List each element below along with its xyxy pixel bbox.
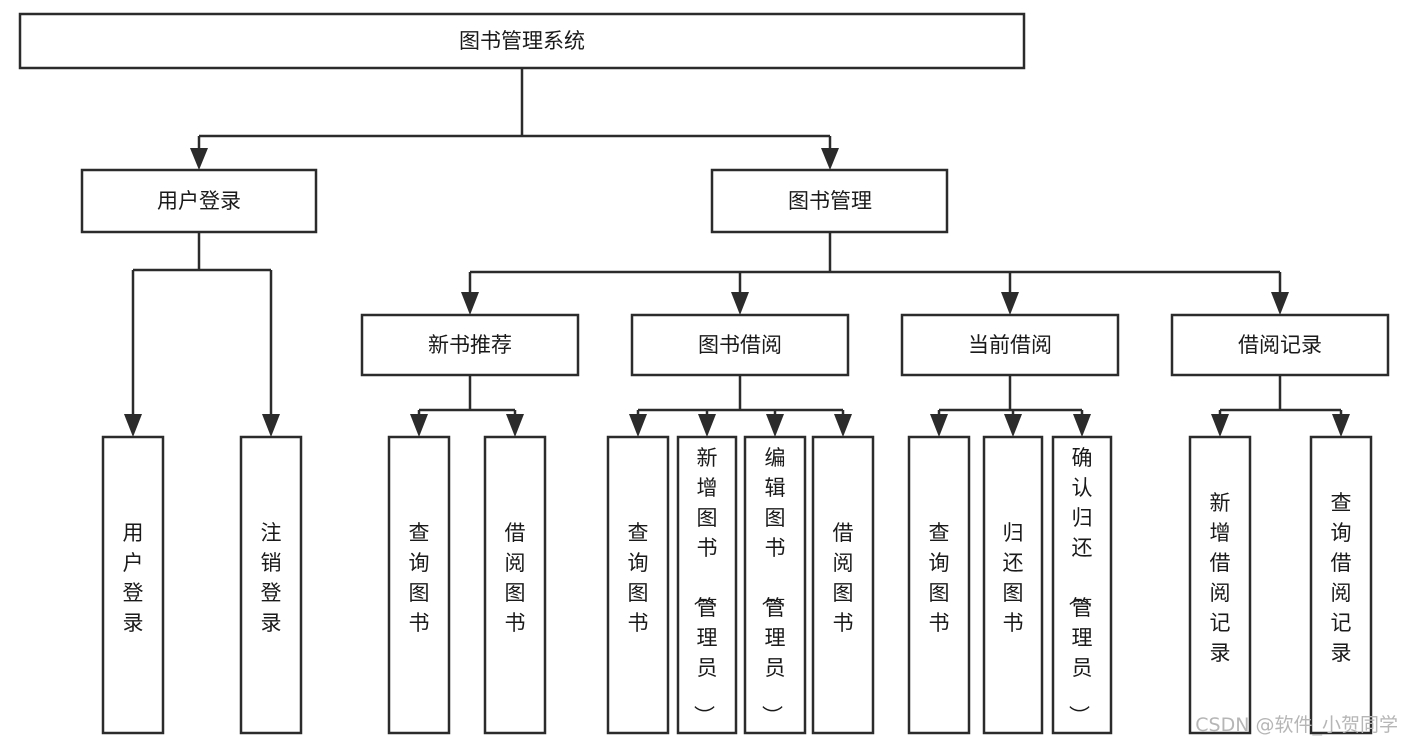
node-leaf-borrow-book-1-box[interactable] (483, 435, 547, 735)
arrowhead-to-leaf-add-book-admin (698, 414, 716, 437)
node-leaf-edit-book-admin-label: 编辑图书（管理员） (760, 446, 786, 726)
node-leaf-query-book-1-box[interactable] (387, 435, 451, 735)
leaf-node-group: 用户登录 注销登录 查询图书 借阅图书 查询图书 新增图书（管理员） 编辑图书（管理员） 借阅… (101, 435, 1373, 735)
node-leaf-query-borrow-record-box[interactable] (1309, 435, 1373, 735)
csdn-watermark: CSDN @软件_小贺同学 (1195, 714, 1398, 736)
node-leaf-borrow-book-1[interactable]: 借阅图书 (483, 435, 547, 735)
node-borrow-record[interactable]: 借阅记录 (1170, 313, 1390, 377)
node-layer: 图书管理系统 用户登录 图书管理 新书推荐 图书借阅 当前借阅 借阅记录 用户登… (18, 12, 1390, 735)
node-leaf-confirm-return-admin-box[interactable] (1051, 435, 1113, 735)
node-leaf-query-book-2[interactable]: 查询图书 (606, 435, 670, 735)
node-leaf-query-borrow-record[interactable]: 查询借阅记录 (1309, 435, 1373, 735)
node-leaf-query-borrow-record-label: 查询借阅记录 (1331, 491, 1352, 665)
node-leaf-query-book-3[interactable]: 查询图书 (907, 435, 971, 735)
node-book-management[interactable]: 图书管理 (710, 168, 949, 234)
node-leaf-confirm-return-admin-label: 确认归还（管理员） (1067, 446, 1093, 726)
node-root-label: 图书管理系统 (459, 29, 585, 53)
node-user-login-box[interactable] (80, 168, 318, 234)
node-leaf-borrow-book-2[interactable]: 借阅图书 (811, 435, 875, 735)
arrowhead-to-leaf-return-book (1004, 414, 1022, 437)
node-root[interactable]: 图书管理系统 (18, 12, 1026, 70)
arrowhead-to-current-borrow (1001, 292, 1019, 315)
node-borrow-record-label: 借阅记录 (1238, 333, 1322, 357)
node-leaf-query-book-3-box[interactable] (907, 435, 971, 735)
connector-root-to-level2-bus (197, 68, 832, 152)
node-borrow-record-box[interactable] (1170, 313, 1390, 377)
node-leaf-borrow-book-2-label: 借阅图书 (833, 521, 854, 635)
arrowhead-to-leaf-user-login (124, 414, 142, 437)
arrowhead-to-book-management (821, 148, 839, 170)
node-leaf-add-book-admin[interactable]: 新增图书（管理员） (676, 435, 738, 735)
node-leaf-logout-login-box[interactable] (239, 435, 303, 735)
arrowhead-to-book-borrow (731, 292, 749, 315)
connector-current-borrow-to-leaves (937, 375, 1084, 418)
connector-user-login-to-bus (131, 232, 273, 418)
node-new-book-recommend-box[interactable] (360, 313, 580, 377)
node-new-book-recommend[interactable]: 新书推荐 (360, 313, 580, 377)
node-current-borrow-box[interactable] (900, 313, 1120, 377)
node-leaf-query-book-1[interactable]: 查询图书 (387, 435, 451, 735)
node-book-borrow-label: 图书借阅 (698, 333, 782, 357)
node-current-borrow-label: 当前借阅 (968, 333, 1052, 357)
node-leaf-return-book-box[interactable] (982, 435, 1044, 735)
node-leaf-add-borrow-record[interactable]: 新增借阅记录 (1188, 435, 1252, 735)
arrowhead-to-new-book-recommend (461, 292, 479, 315)
node-leaf-edit-book-admin-box[interactable] (743, 435, 807, 735)
connector-book-management-to-bus (468, 232, 1282, 296)
node-book-management-box[interactable] (710, 168, 949, 234)
node-new-book-recommend-label: 新书推荐 (428, 333, 512, 357)
arrowhead-to-leaf-add-borrow-record (1211, 414, 1229, 437)
node-leaf-query-book-2-label: 查询图书 (628, 521, 649, 635)
node-leaf-add-book-admin-label: 新增图书（管理员） (692, 446, 718, 726)
node-leaf-return-book-label: 归还图书 (1003, 521, 1024, 635)
node-leaf-user-login[interactable]: 用户登录 (101, 435, 165, 735)
arrowhead-to-leaf-query-book-1 (410, 414, 428, 437)
arrowhead-to-leaf-edit-book-admin (766, 414, 784, 437)
node-leaf-add-book-admin-box[interactable] (676, 435, 738, 735)
node-current-borrow[interactable]: 当前借阅 (900, 313, 1120, 377)
arrowhead-to-leaf-borrow-book-2 (834, 414, 852, 437)
arrowhead-to-leaf-logout-login (262, 414, 280, 437)
node-leaf-logout-login-label: 注销登录 (261, 521, 282, 635)
connector-borrow-record-to-leaves (1218, 375, 1343, 418)
node-leaf-confirm-return-admin[interactable]: 确认归还（管理员） (1051, 435, 1113, 735)
node-leaf-query-book-2-box[interactable] (606, 435, 670, 735)
node-leaf-borrow-book-2-box[interactable] (811, 435, 875, 735)
connector-new-book-recommend-to-leaves (417, 375, 517, 418)
node-leaf-borrow-book-1-label: 借阅图书 (505, 521, 526, 635)
arrowhead-to-borrow-record (1271, 292, 1289, 315)
node-leaf-return-book[interactable]: 归还图书 (982, 435, 1044, 735)
node-root-box[interactable] (18, 12, 1026, 70)
arrowhead-to-leaf-query-book-2 (629, 414, 647, 437)
connector-layer (124, 68, 1350, 437)
node-book-borrow-box[interactable] (630, 313, 850, 377)
node-leaf-query-book-1-label: 查询图书 (409, 521, 430, 635)
node-book-borrow[interactable]: 图书借阅 (630, 313, 850, 377)
arrowhead-to-user-login (190, 148, 208, 170)
arrowhead-to-leaf-borrow-book-1 (506, 414, 524, 437)
node-leaf-user-login-label: 用户登录 (123, 521, 144, 635)
node-leaf-edit-book-admin[interactable]: 编辑图书（管理员） (743, 435, 807, 735)
connector-book-borrow-to-leaves (636, 375, 845, 418)
node-user-login-label: 用户登录 (157, 189, 241, 213)
arrowhead-to-leaf-query-borrow-record (1332, 414, 1350, 437)
node-leaf-add-borrow-record-label: 新增借阅记录 (1210, 491, 1231, 665)
node-leaf-logout-login[interactable]: 注销登录 (239, 435, 303, 735)
arrowhead-to-leaf-confirm-return-admin (1073, 414, 1091, 437)
node-book-management-label: 图书管理 (788, 189, 872, 213)
node-leaf-query-book-3-label: 查询图书 (929, 521, 950, 635)
node-leaf-user-login-box[interactable] (101, 435, 165, 735)
node-user-login[interactable]: 用户登录 (80, 168, 318, 234)
arrowhead-to-leaf-query-book-3 (930, 414, 948, 437)
node-leaf-add-borrow-record-box[interactable] (1188, 435, 1252, 735)
